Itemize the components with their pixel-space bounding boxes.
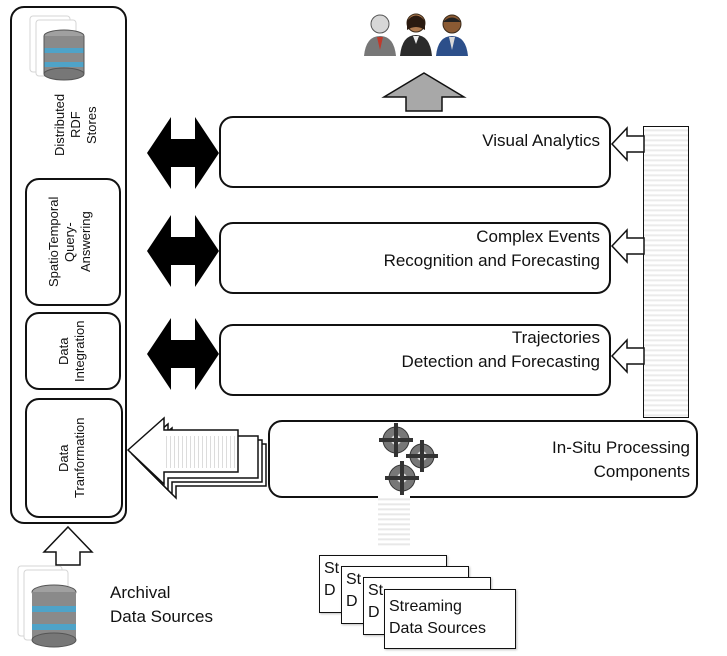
- trajectories-label: Trajectories Detection and Forecasting: [401, 328, 600, 371]
- stream-input-column: [378, 496, 410, 546]
- archival-database-icon: [17, 565, 77, 648]
- archival-up-arrow: [42, 525, 94, 566]
- data-transformation-box[interactable]: [25, 398, 123, 518]
- output-up-arrow: [381, 72, 467, 112]
- distributed-rdf-stores-label: Distributed RDF Stores: [52, 93, 99, 157]
- bidirectional-arrow-trajectories: [147, 318, 219, 390]
- users-icon: [364, 13, 468, 56]
- insitu-processing-panel[interactable]: [268, 420, 698, 498]
- data-transformation-label: Data Tranformation: [56, 417, 87, 499]
- bidirectional-arrow-visual: [147, 117, 219, 189]
- streaming-data-sources-doc: Streaming Data Sources: [384, 589, 516, 649]
- database-icon: [29, 15, 85, 81]
- complex-events-label: Complex Events Recognition and Forecasti…: [383, 227, 600, 270]
- spatiotemporal-query-label: SpatioTemporal Query- Answering: [46, 196, 93, 288]
- bidirectional-arrow-events: [147, 215, 219, 287]
- transformation-input-arrow: [126, 416, 267, 500]
- data-integration-label: Data Integration: [56, 320, 87, 382]
- stream-arrow-visual: [610, 126, 645, 162]
- stream-arrow-events: [610, 228, 645, 264]
- visual-analytics-label: Visual Analytics: [482, 131, 600, 150]
- data-integration-box[interactable]: [25, 312, 121, 390]
- complex-events-panel[interactable]: [219, 222, 611, 294]
- visual-analytics-panel[interactable]: [219, 116, 611, 188]
- insitu-processing-label: In-Situ Processing Components: [552, 438, 690, 481]
- trajectories-panel[interactable]: [219, 324, 611, 396]
- archival-data-sources-label: Archival Data Sources: [110, 583, 213, 626]
- gears-icon: [379, 423, 438, 495]
- spatiotemporal-query-box[interactable]: [25, 178, 121, 306]
- stream-arrow-trajectories: [610, 338, 645, 374]
- stream-column: [643, 126, 689, 418]
